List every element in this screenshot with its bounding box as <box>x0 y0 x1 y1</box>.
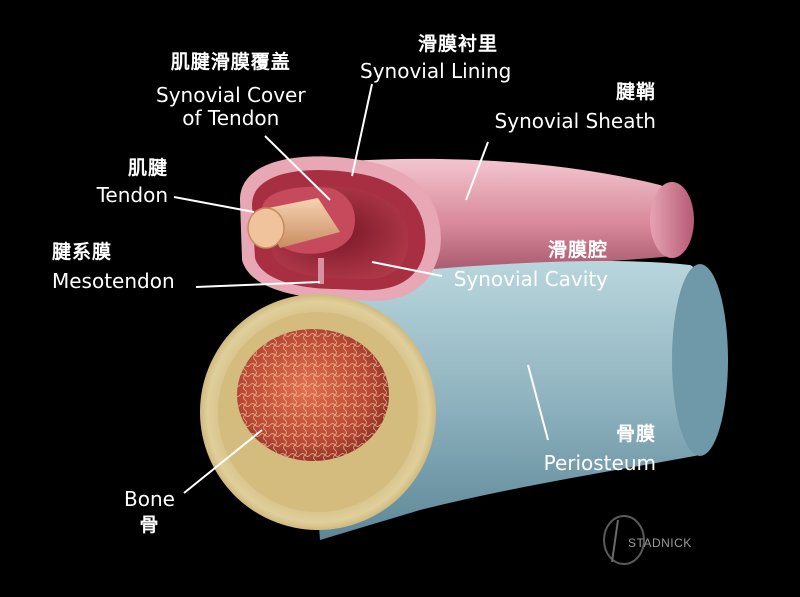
label-tendon-zh: 肌腱 <box>127 157 168 179</box>
label-mesotendon-en: Mesotendon <box>52 268 175 293</box>
label-periosteum-en: Periosteum <box>543 450 656 475</box>
leader-synovial-cover <box>264 135 331 201</box>
tendon <box>247 198 340 249</box>
stadnick-watermark: STADNICK <box>600 512 700 572</box>
label-synovial-cover-zh: 肌腱滑膜覆盖 <box>170 51 291 73</box>
label-tendon-en: Tendon <box>96 182 168 207</box>
watermark-logo-icon <box>603 515 645 565</box>
leader-lines <box>173 83 549 494</box>
label-bone-zh: 骨 <box>139 514 160 536</box>
label-periosteum-zh: 骨膜 <box>615 423 656 445</box>
watermark-text: STADNICK <box>628 536 692 550</box>
label-synovial-cover: 肌腱滑膜覆盖 Synovial Cover of Tendon <box>156 51 306 130</box>
leader-tendon <box>173 196 255 213</box>
label-bone: Bone 骨 <box>124 488 175 537</box>
leader-synovial-lining <box>351 83 373 177</box>
leader-synovial-cavity <box>371 261 443 277</box>
label-mesotendon-zh: 腱系膜 <box>52 241 113 263</box>
label-synovial-cover-en-1: Synovial Cover <box>156 82 306 107</box>
label-bone-en: Bone <box>124 487 175 511</box>
leader-mesotendon <box>195 281 321 288</box>
label-synovial-cover-en-2: of Tendon <box>182 105 280 130</box>
label-synovial-sheath: 腱鞘 Synovial Sheath <box>494 81 656 133</box>
bone-cross-section <box>200 294 436 530</box>
label-synovial-cavity: 滑膜腔 Synovial Cavity <box>453 239 608 291</box>
label-mesotendon: 腱系膜 Mesotendon <box>52 241 175 293</box>
label-synovial-lining: 滑膜衬里 Synovial Lining <box>360 33 512 83</box>
label-tendon: 肌腱 Tendon <box>96 157 168 207</box>
label-synovial-sheath-zh: 腱鞘 <box>615 81 656 103</box>
label-synovial-lining-en: Synovial Lining <box>360 58 512 83</box>
leader-periosteum <box>527 364 549 441</box>
label-synovial-cavity-zh: 滑膜腔 <box>547 239 608 261</box>
label-synovial-lining-zh: 滑膜衬里 <box>418 33 499 55</box>
label-periosteum: 骨膜 Periosteum <box>543 423 656 475</box>
leader-bone <box>183 429 263 494</box>
label-synovial-cavity-en: Synovial Cavity <box>453 266 608 291</box>
leader-synovial-sheath <box>465 141 489 201</box>
label-synovial-sheath-en: Synovial Sheath <box>494 108 656 133</box>
